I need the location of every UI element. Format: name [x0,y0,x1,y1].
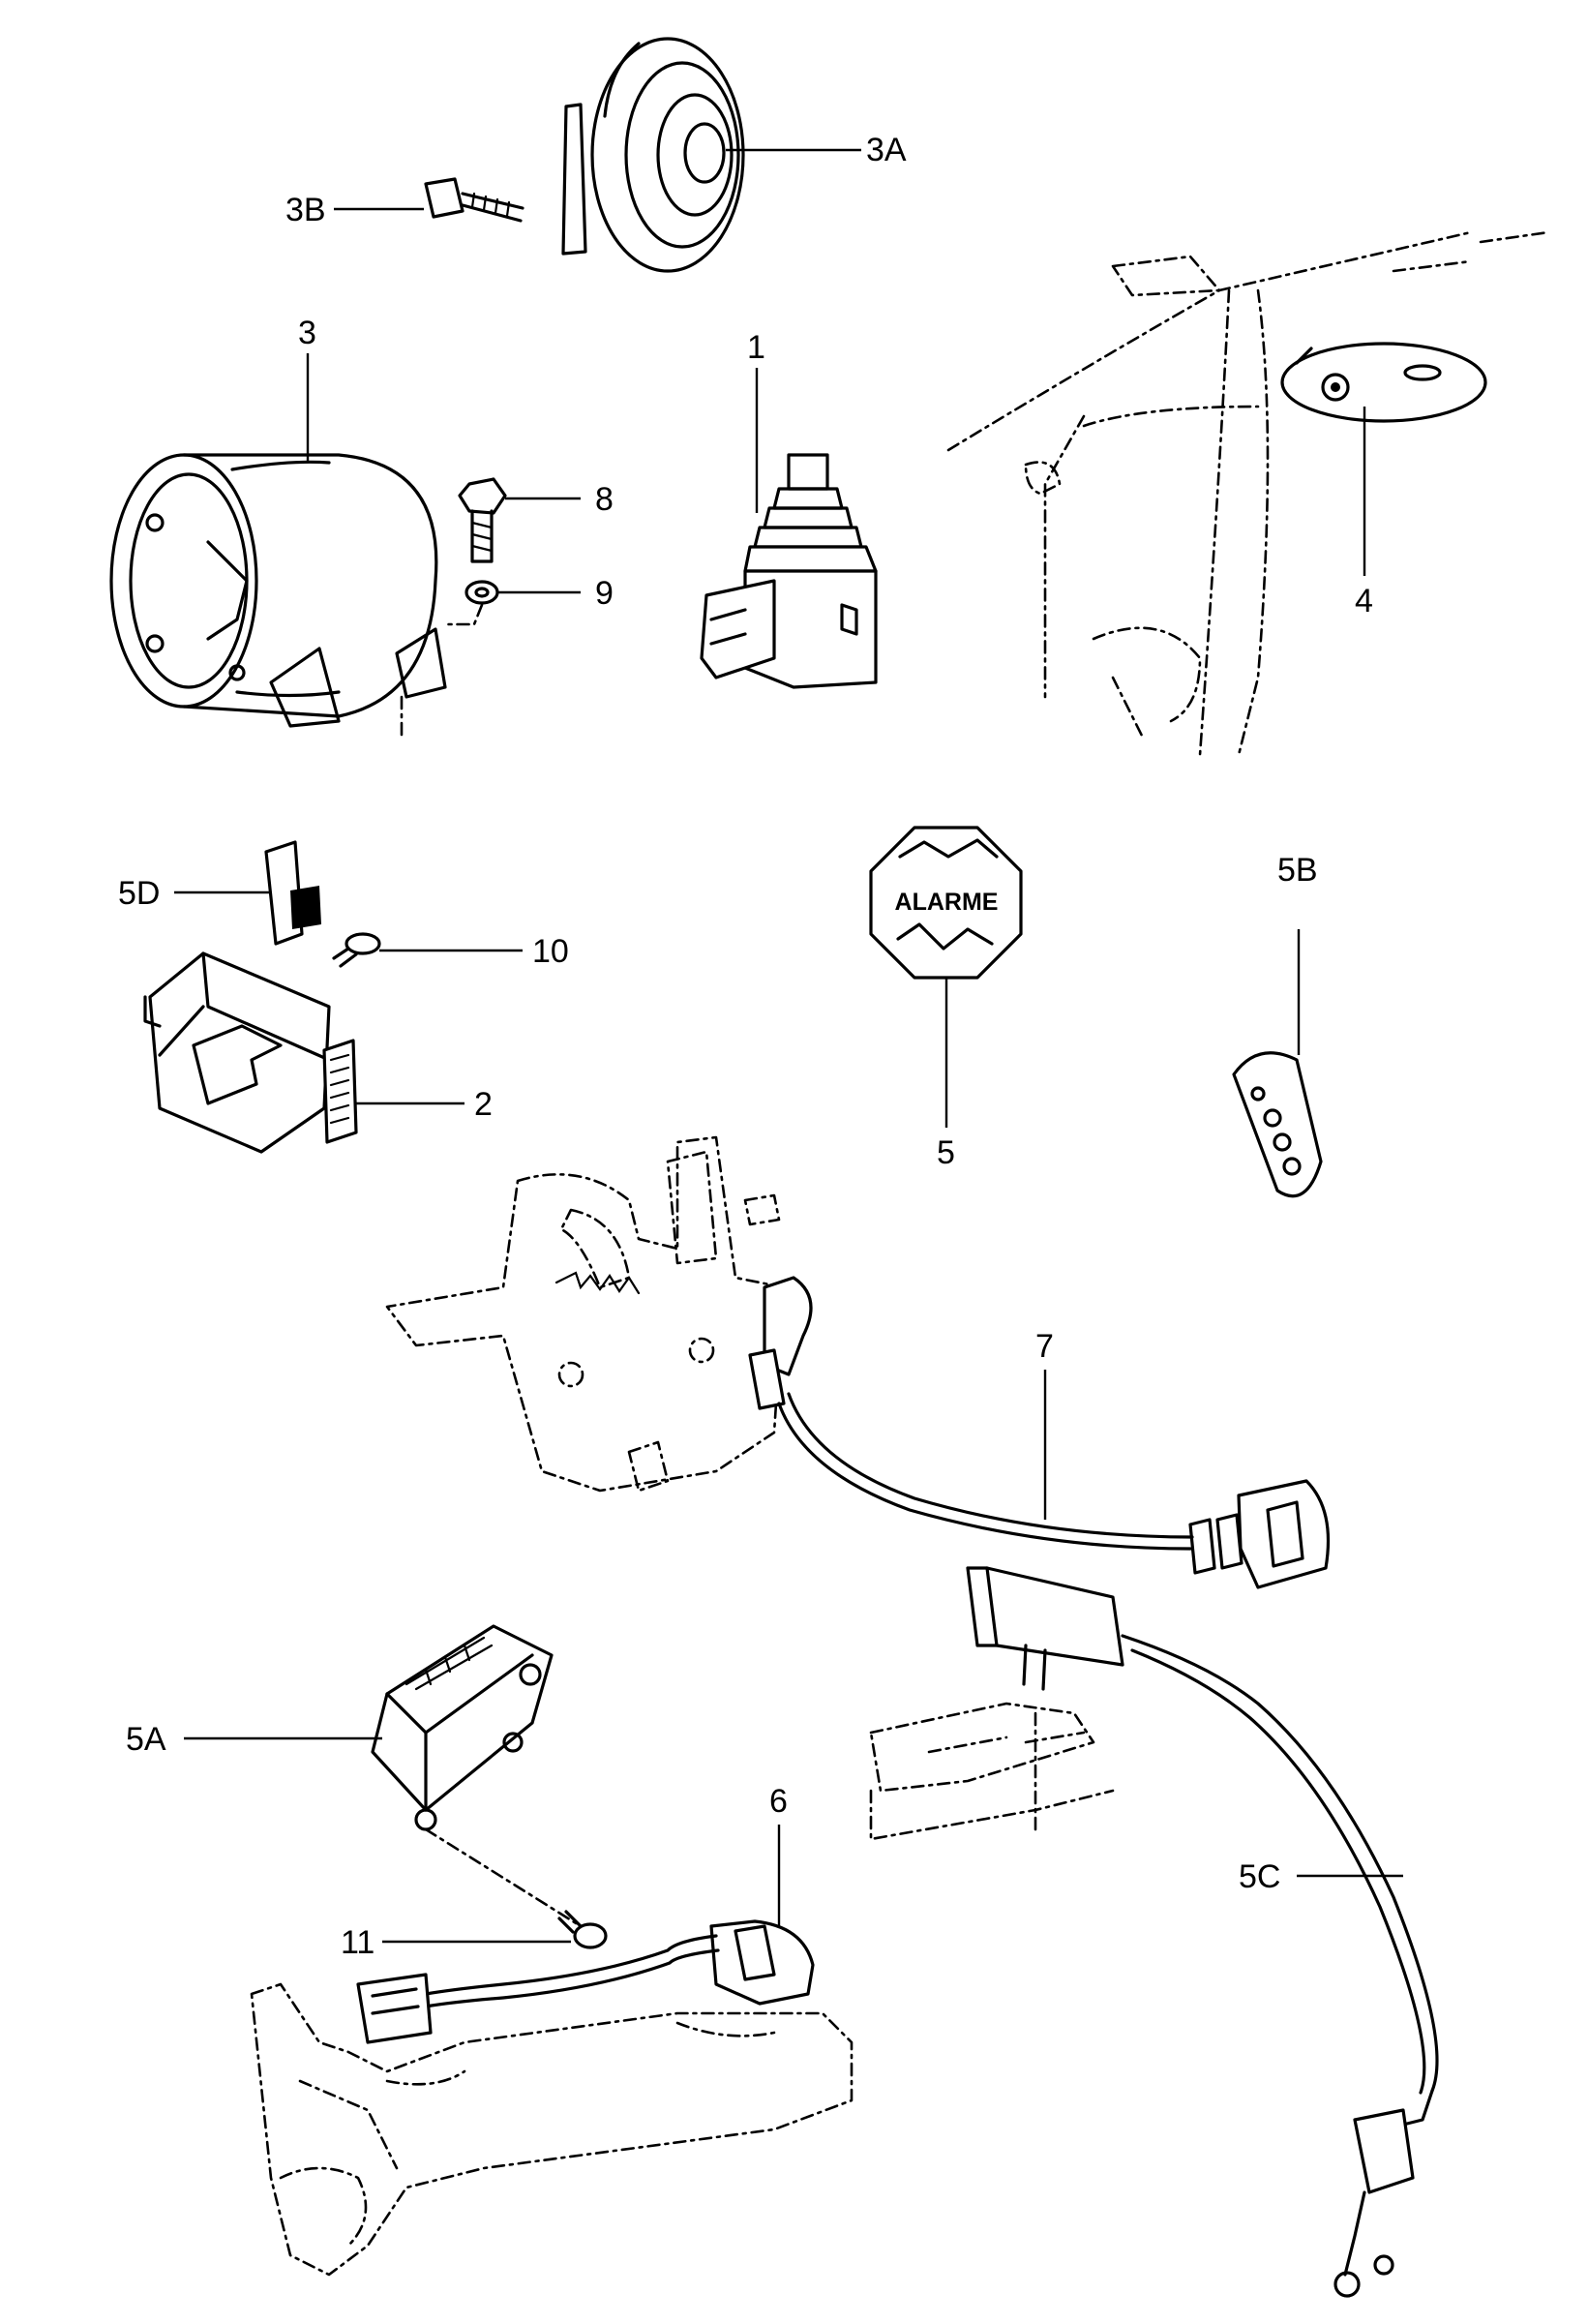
screw-part-10 [332,932,381,968]
washer-part-9 [443,580,499,626]
leader-lines [174,148,1403,1944]
callout-3: 3 [298,315,316,351]
handle-harness-part-6 [356,1919,815,2044]
callout-5: 5 [937,1134,955,1171]
switch-part-1 [700,453,878,689]
door-handle-outline [250,1982,854,2277]
clip-part-5d [264,840,321,946]
callout-8: 8 [595,481,614,518]
callout-7: 7 [1035,1328,1054,1365]
callout-labels: 3A 3B 3 1 8 9 4 5B 5D 10 2 5 7 5A 6 5C 1… [118,132,1373,1961]
alarme-sticker-part-5: ALARME [869,826,1023,980]
door-frame-outline [869,1702,1115,1841]
alarm-control-unit-part-2 [143,951,358,1154]
callout-3a: 3A [866,132,907,168]
remote-fob-part-5b [1232,1051,1323,1198]
door-outline-part-4 [946,230,1550,757]
callout-1: 1 [747,329,765,366]
bolt-part-3b [424,177,524,223]
callout-10: 10 [532,933,569,970]
callout-5c: 5C [1239,1858,1280,1895]
callout-3b: 3B [285,192,326,228]
screw-part-11 [557,1910,608,1949]
siren-part-3 [109,453,447,738]
module-part-5a [371,1624,583,1928]
sticker-label: ALARME [895,889,999,916]
callout-2: 2 [474,1086,493,1123]
callout-6: 6 [769,1783,788,1820]
callout-5a: 5A [126,1721,166,1758]
bolt-part-8 [458,477,507,563]
callout-5d: 5D [118,875,160,912]
callout-4: 4 [1355,583,1373,619]
hood-lock-part-7 [385,1135,1330,1589]
horn-part-3a [561,37,745,273]
callout-9: 9 [595,575,614,612]
callout-5b: 5B [1277,852,1318,889]
callout-11: 11 [341,1924,375,1961]
sensor-harness-part-5c [966,1566,1439,2298]
